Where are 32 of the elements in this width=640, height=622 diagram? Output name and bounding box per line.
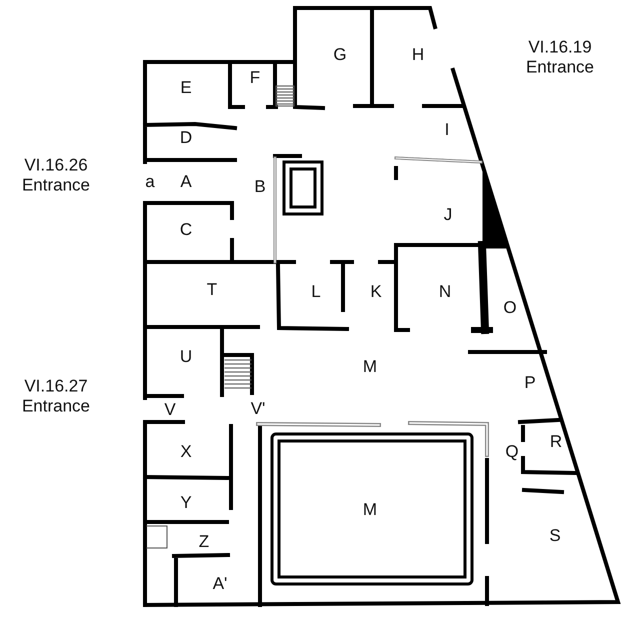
- room-letter: D: [180, 128, 192, 148]
- room-letter: Y: [180, 492, 192, 514]
- room-letter: H: [412, 44, 424, 66]
- room-letter: J: [444, 204, 452, 226]
- room-letter: E: [180, 78, 192, 98]
- room-letter: P: [524, 372, 536, 394]
- room-letter: X: [180, 442, 192, 462]
- room-letter: a: [145, 172, 155, 192]
- room-letter: A': [212, 574, 228, 594]
- room-letter: C: [180, 220, 192, 240]
- room-letter: F: [250, 68, 260, 88]
- room-letter: Q: [505, 442, 519, 462]
- room-letter: O: [503, 298, 517, 318]
- room-letter: G: [333, 44, 347, 66]
- room-letter: S: [549, 526, 561, 546]
- room-letter: L: [311, 282, 321, 302]
- room-letter: V': [250, 398, 266, 420]
- entrance-label: VI.16.26 Entrance: [20, 156, 92, 196]
- room-letter: U: [180, 346, 192, 368]
- room-letter: Z: [198, 532, 210, 552]
- room-letter: M: [362, 356, 378, 378]
- room-letter: I: [444, 120, 450, 140]
- room-letter: B: [254, 176, 266, 198]
- room-letter: N: [438, 282, 452, 302]
- room-letter: V: [164, 400, 176, 420]
- room-letter: K: [370, 282, 382, 302]
- entrance-label: VI.16.19 Entrance: [524, 38, 596, 78]
- entrance-label: VI.16.27 Entrance: [20, 376, 92, 418]
- room-letter: R: [550, 432, 562, 452]
- room-letter: M: [362, 500, 378, 520]
- room-letter: T: [206, 280, 218, 300]
- room-letter: A: [180, 172, 192, 192]
